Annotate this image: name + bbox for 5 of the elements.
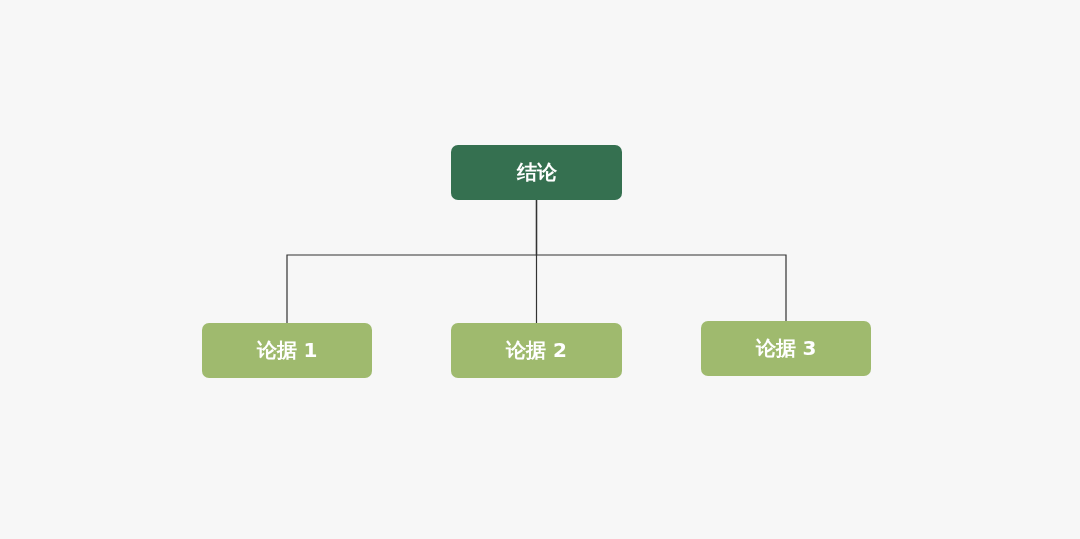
argument-box: 论据 1 xyxy=(202,323,372,378)
conclusion-box: 结论 xyxy=(451,145,622,200)
argument-box: 论据 3 xyxy=(701,321,871,376)
connector-line xyxy=(535,199,787,322)
argument-box: 论据 2 xyxy=(451,323,622,378)
